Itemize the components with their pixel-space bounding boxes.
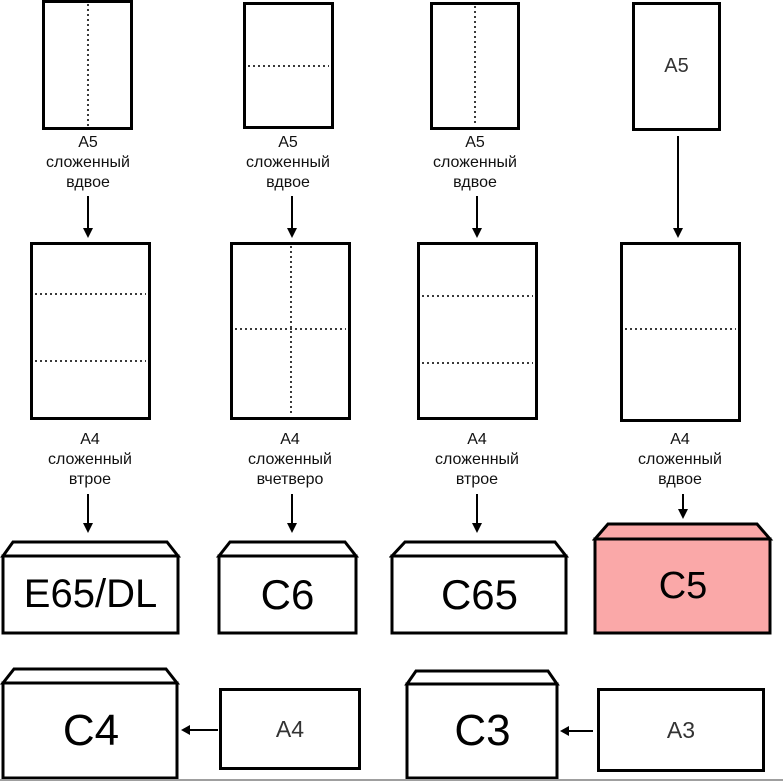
caption-line: A5 xyxy=(78,134,98,151)
sheet-a3: A3 xyxy=(597,688,765,772)
arrow-down-icon xyxy=(83,196,93,238)
sheet-caption: A4 сложенный втрое xyxy=(20,430,160,490)
envelope-flap xyxy=(0,667,181,685)
fold-line xyxy=(248,65,329,67)
fold-line xyxy=(422,295,533,297)
arrow-down-icon xyxy=(673,136,683,238)
sheet-inner-label: A4 xyxy=(275,715,305,742)
caption-line: втрое xyxy=(68,471,112,488)
arrow-down-icon xyxy=(472,196,482,238)
envelope-c5[interactable]: C5 xyxy=(592,521,774,636)
envelope-body xyxy=(405,682,559,780)
sheet-caption: A4 сложенный вчетверо xyxy=(220,430,360,490)
caption-line: вчетверо xyxy=(256,471,324,488)
envelope-flap xyxy=(592,522,774,541)
envelope-label: C65 xyxy=(440,570,519,618)
caption-line: сложенный xyxy=(248,451,332,468)
sheet-inner-label: A3 xyxy=(666,716,696,743)
sheet-caption: A5 сложенный вдвое xyxy=(405,133,545,193)
caption-line: сложенный xyxy=(246,154,330,171)
caption-line: вдвое xyxy=(453,174,497,191)
sheet-caption: A4 сложенный втрое xyxy=(407,430,547,490)
arrow-down-icon xyxy=(678,494,688,519)
fold-line xyxy=(35,293,146,295)
fold-line xyxy=(86,4,89,126)
envelope-body xyxy=(1,554,180,635)
sheet-a4: A4 xyxy=(219,688,361,770)
caption-line: A4 xyxy=(280,431,300,448)
fold-line xyxy=(474,6,476,126)
caption-line: вдвое xyxy=(658,471,702,488)
caption-line: A5 xyxy=(278,134,298,151)
sheet-caption: A4 сложенный вдвое xyxy=(610,430,750,490)
sheet-a4-quarterfold xyxy=(230,242,351,420)
arrow-down-icon xyxy=(287,196,297,238)
caption-line: сложенный xyxy=(638,451,722,468)
caption-line: втрое xyxy=(455,471,499,488)
caption-line: вдвое xyxy=(266,174,310,191)
envelope-label: C5 xyxy=(658,564,708,607)
sheet-a4-trifold-2 xyxy=(417,242,538,420)
envelope-flap xyxy=(0,540,181,558)
envelope-flap xyxy=(216,540,359,558)
caption-line: A4 xyxy=(670,431,690,448)
page-bottom-divider xyxy=(0,779,783,781)
fold-line xyxy=(289,246,292,416)
envelope-e65dl[interactable]: E65/DL xyxy=(0,540,181,636)
caption-line: сложенный xyxy=(433,154,517,171)
sheet-caption: A5 сложенный вдвое xyxy=(18,133,158,193)
sheet-a5-vertical-fold xyxy=(42,0,133,130)
sheet-a4-trifold xyxy=(30,242,151,420)
arrow-down-icon xyxy=(287,494,297,533)
caption-line: сложенный xyxy=(435,451,519,468)
fold-line xyxy=(625,328,736,330)
caption-line: сложенный xyxy=(46,154,130,171)
envelope-c4[interactable]: C4 xyxy=(0,666,182,780)
envelope-c3[interactable]: C3 xyxy=(404,666,561,780)
envelope-body xyxy=(1,681,179,780)
envelope-body xyxy=(390,554,568,635)
envelope-label: E65/DL xyxy=(23,572,158,616)
envelope-body xyxy=(217,554,358,635)
caption-line: сложенный xyxy=(48,451,132,468)
envelope-flap xyxy=(404,669,560,686)
fold-line xyxy=(235,328,346,330)
envelope-label: C3 xyxy=(454,706,511,755)
arrow-left-icon xyxy=(560,726,593,736)
caption-line: A5 xyxy=(465,134,485,151)
sheet-a5-plain: A5 xyxy=(632,2,721,131)
caption-line: A4 xyxy=(80,431,100,448)
envelope-label: C4 xyxy=(62,705,120,755)
envelope-label: C6 xyxy=(260,570,315,618)
caption-line: A4 xyxy=(467,431,487,448)
fold-line xyxy=(422,362,533,364)
envelope-body xyxy=(593,537,772,635)
sheet-a5-vertical-fold-2 xyxy=(430,2,520,130)
envelope-c6[interactable]: C6 xyxy=(216,540,359,636)
sheet-a5-horizontal-fold xyxy=(243,2,334,129)
envelope-flap xyxy=(389,540,570,558)
sheet-inner-label: A5 xyxy=(664,55,689,77)
envelope-c65[interactable]: C65 xyxy=(389,540,570,636)
sheet-caption: A5 сложенный вдвое xyxy=(218,133,358,193)
sheet-a4-halffold xyxy=(620,242,741,422)
fold-line xyxy=(35,360,146,362)
caption-line: вдвое xyxy=(66,174,110,191)
arrow-down-icon xyxy=(472,494,482,533)
arrow-left-icon xyxy=(181,725,218,735)
arrow-down-icon xyxy=(83,494,93,533)
